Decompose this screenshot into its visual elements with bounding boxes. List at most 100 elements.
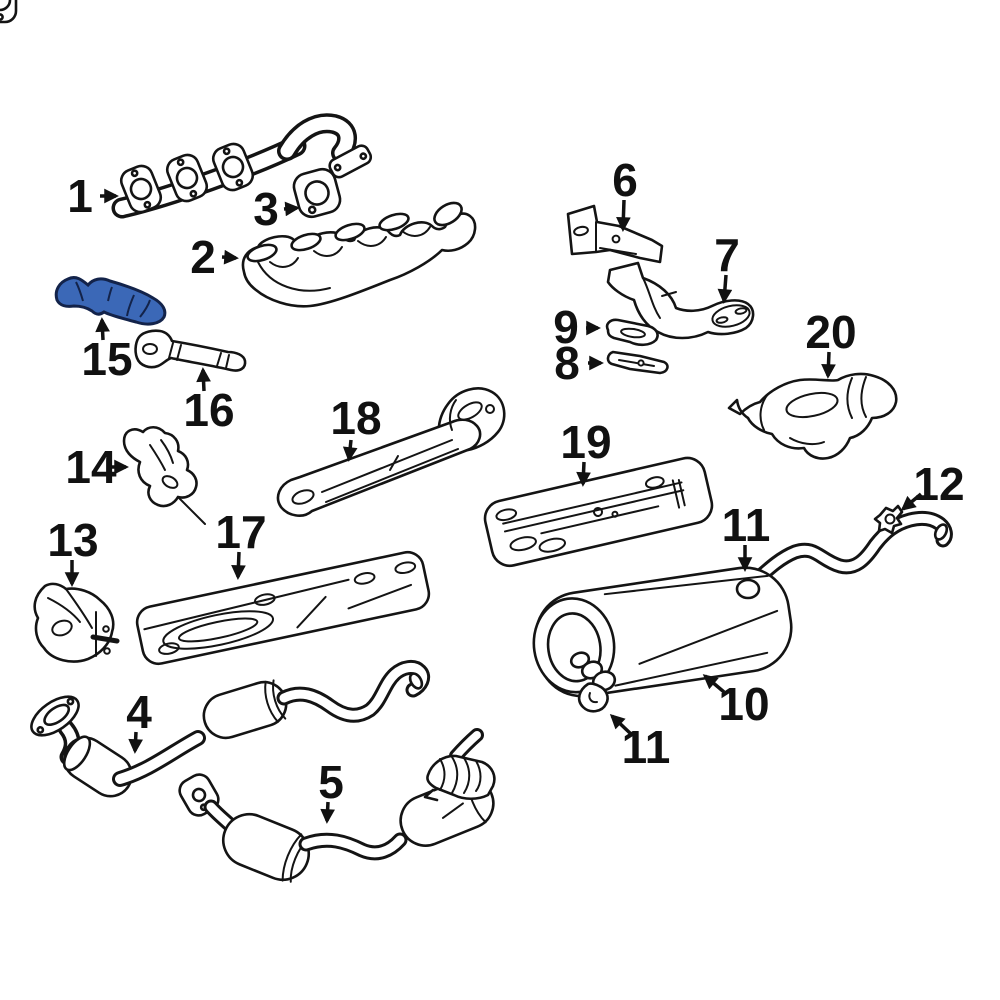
part-1-exhaust-manifold[interactable] — [0, 0, 373, 219]
part-4-front-pipe-converter[interactable] — [25, 659, 431, 804]
callouts-layer: 1 2 3 4 5 6 7 8 — [47, 154, 965, 824]
callout-2-label: 2 — [190, 231, 216, 283]
callout-5-arrow — [320, 801, 335, 824]
callout-7[interactable]: 7 — [714, 229, 740, 304]
callout-12-label: 12 — [913, 458, 964, 510]
part-19-heat-shield-plate[interactable] — [481, 454, 715, 569]
part-12-detail — [884, 513, 896, 525]
part-10-body-lines — [603, 574, 779, 687]
part-13-detail — [47, 588, 120, 657]
part-9-bracket-pad[interactable] — [605, 318, 659, 347]
callout-5-label: 5 — [318, 756, 344, 808]
part-7-bracket[interactable] — [606, 261, 755, 340]
callout-18[interactable]: 18 — [330, 392, 382, 462]
part-20-detail — [759, 376, 867, 446]
callout-19[interactable]: 19 — [560, 416, 612, 487]
callout-11-lower-label: 11 — [622, 721, 671, 773]
callout-3-label: 3 — [253, 183, 279, 235]
part-16-heat-shield[interactable] — [134, 329, 247, 372]
callout-3[interactable]: 3 — [253, 183, 300, 235]
part-5-front-converter — [222, 812, 310, 883]
callout-9-label: 9 — [553, 301, 579, 353]
callout-20[interactable]: 20 — [805, 306, 857, 379]
callout-11-lower-arrow — [609, 713, 633, 736]
callout-13[interactable]: 13 — [47, 514, 99, 587]
part-20-heat-shield[interactable] — [727, 372, 898, 460]
callout-2[interactable]: 2 — [190, 231, 239, 283]
callout-10-label: 10 — [718, 678, 769, 730]
callout-8[interactable]: 8 — [554, 337, 604, 389]
callout-16-arrow — [196, 367, 211, 392]
callout-11-upper[interactable]: 11 — [722, 499, 771, 572]
part-5-heat-shield — [423, 754, 496, 802]
part-7-detail — [642, 277, 751, 328]
tailpipe-open-end — [933, 523, 949, 541]
callout-1-label: 1 — [67, 170, 93, 222]
part-17-heat-shield-plate[interactable] — [134, 549, 432, 666]
callout-6[interactable]: 6 — [612, 154, 638, 232]
callout-19-label: 19 — [560, 416, 611, 468]
part-2-runner-lines — [257, 226, 431, 292]
part-4-mid-converter — [202, 679, 288, 740]
callout-19-arrow — [576, 461, 591, 487]
part-8-detail — [618, 359, 655, 367]
callout-7-label: 7 — [714, 229, 740, 281]
callout-2-arrow — [221, 249, 239, 265]
part-14-heat-shield[interactable] — [122, 425, 206, 525]
part-8-bracket-pad[interactable] — [606, 350, 669, 375]
callout-4[interactable]: 4 — [126, 686, 152, 754]
part-6-bracket[interactable] — [566, 204, 664, 264]
callout-11-upper-label: 11 — [722, 499, 771, 551]
callout-6-label: 6 — [612, 154, 638, 206]
part-2-runner-pads — [246, 201, 463, 263]
callout-7-arrow — [717, 274, 733, 304]
callout-14[interactable]: 14 — [65, 441, 129, 493]
callout-6-arrow — [616, 199, 631, 232]
part-13-heat-shield[interactable] — [33, 582, 120, 663]
hanger-pin-detail — [588, 692, 598, 704]
callout-15-arrow — [95, 317, 110, 341]
part-19-detail — [495, 476, 686, 553]
callout-11-lower[interactable]: 11 — [609, 713, 671, 773]
part-18-heat-shield[interactable] — [276, 387, 506, 517]
callout-10[interactable]: 10 — [702, 674, 770, 730]
part-11-hanger-pin[interactable] — [569, 650, 617, 713]
callout-10-arrow — [702, 674, 726, 694]
callout-16[interactable]: 16 — [183, 367, 235, 436]
part-18-detail — [291, 399, 495, 505]
part-16-detail-lines — [142, 342, 230, 369]
part-15-heat-shield-highlighted[interactable] — [54, 276, 167, 326]
part-9-slot — [620, 327, 646, 339]
part-15-crease-lines — [75, 281, 151, 318]
part-4-pipe-end — [408, 672, 424, 690]
callout-4-arrow — [128, 731, 143, 754]
callout-15[interactable]: 15 — [81, 317, 133, 385]
callout-12-arrow — [900, 492, 923, 511]
part-1-end-flange — [328, 144, 373, 179]
callout-14-label: 14 — [65, 441, 117, 493]
part-4-flange — [30, 695, 80, 737]
part-12-hanger-clamp[interactable] — [873, 504, 904, 535]
part-3-gasket[interactable] — [291, 166, 343, 219]
part-14-detail — [149, 439, 206, 525]
callout-18-label: 18 — [330, 392, 381, 444]
callout-3-arrow — [283, 201, 300, 217]
callout-5[interactable]: 5 — [318, 756, 344, 824]
part-5-converter-pipe[interactable] — [176, 728, 501, 888]
callout-17[interactable]: 17 — [215, 506, 267, 580]
callout-9[interactable]: 9 — [553, 301, 601, 353]
callout-4-label: 4 — [126, 686, 152, 738]
callout-1[interactable]: 1 — [67, 170, 119, 222]
callout-12[interactable]: 12 — [900, 458, 965, 511]
callout-8-label: 8 — [554, 337, 580, 389]
part-6-detail — [573, 221, 637, 255]
part-11-tailpipe[interactable] — [734, 510, 953, 600]
callout-13-label: 13 — [47, 514, 98, 566]
part-2-exhaust-manifold[interactable] — [241, 198, 477, 308]
callout-16-label: 16 — [183, 384, 234, 436]
part-1-port-flanges — [0, 0, 255, 214]
muffler-inlet-collar — [735, 578, 761, 600]
part-17-detail — [143, 561, 417, 655]
